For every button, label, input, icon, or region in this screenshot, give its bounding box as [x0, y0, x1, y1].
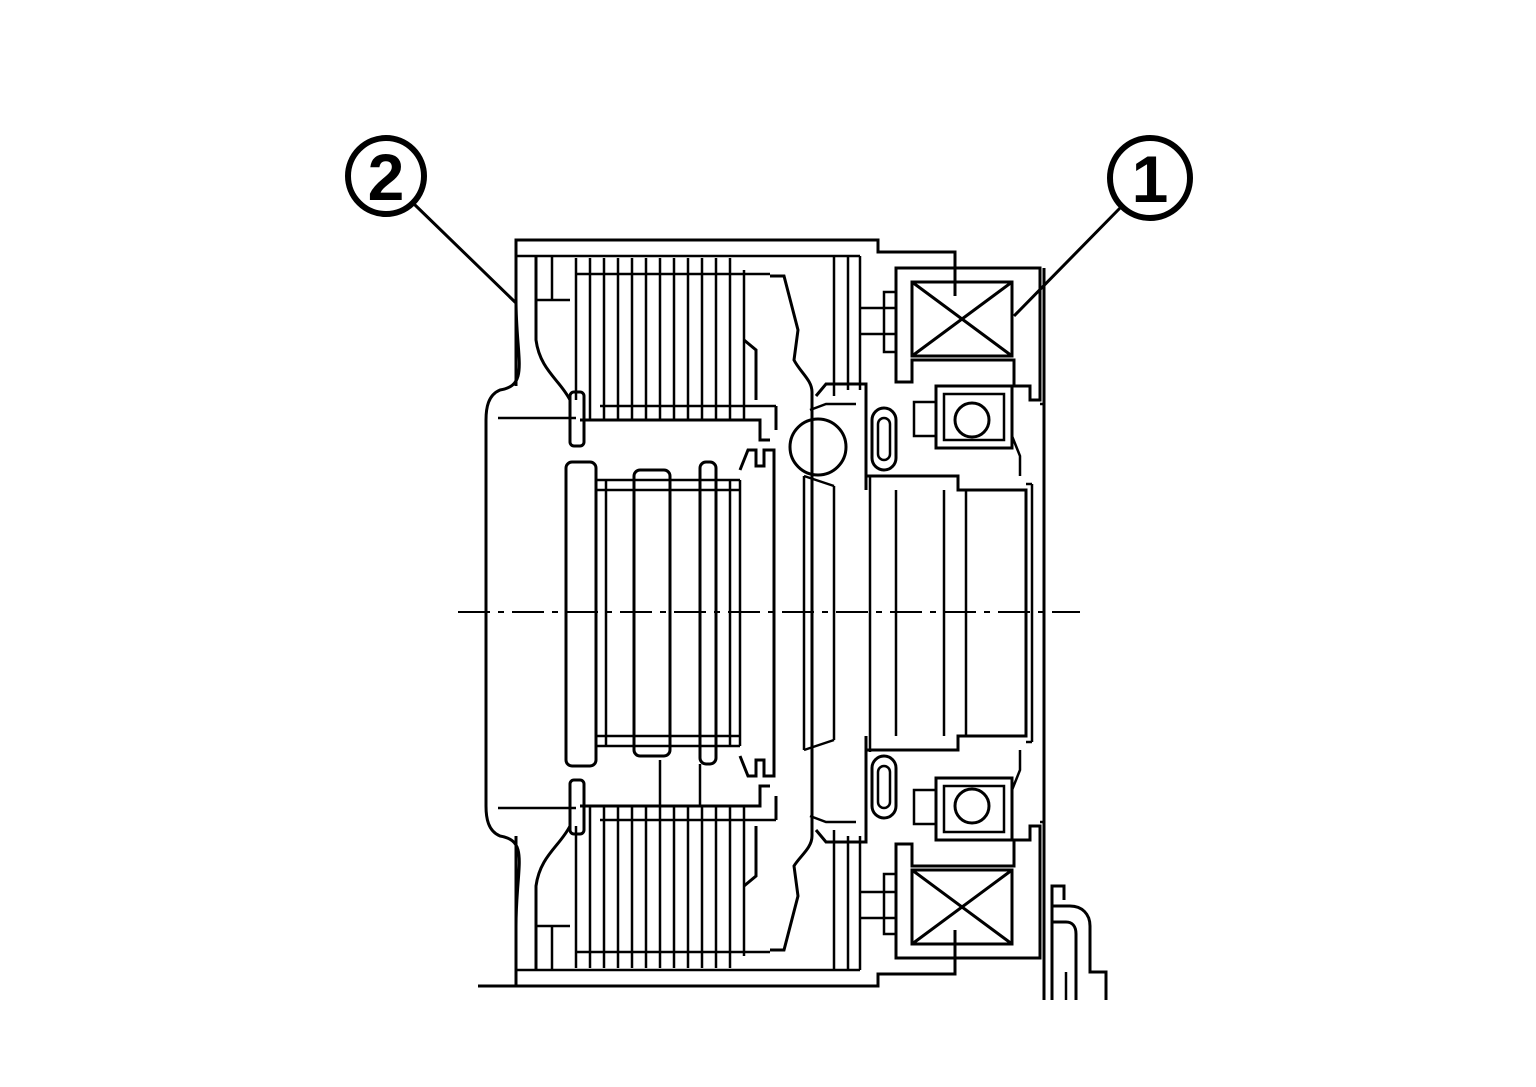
- callout-2-number: 2: [368, 140, 405, 214]
- electromagnet-coil-upper: [860, 266, 1042, 402]
- seal-lower: [870, 754, 898, 820]
- clutch-drum: [478, 238, 957, 988]
- clutch-plate-stack-upper: [574, 258, 778, 430]
- clutch-plate-stack-lower: [574, 796, 778, 968]
- pressure-plate: [770, 256, 868, 970]
- wire-connector: [1050, 884, 1108, 1000]
- callout-1: 1: [1012, 135, 1193, 318]
- callout-1-leader: [1012, 204, 1124, 318]
- check-ball: [788, 417, 848, 477]
- case-wall: [1040, 268, 1046, 1000]
- ball-bearing-upper: [912, 384, 1022, 476]
- center-sleeve: [866, 474, 1034, 752]
- callout-1-number: 1: [1132, 142, 1169, 216]
- callout-2: 2: [345, 135, 518, 305]
- electromagnet-coil-lower: [860, 824, 1042, 960]
- seal-upper: [870, 406, 898, 472]
- ball-bearing-lower: [912, 750, 1022, 842]
- callout-2-leader: [412, 202, 518, 305]
